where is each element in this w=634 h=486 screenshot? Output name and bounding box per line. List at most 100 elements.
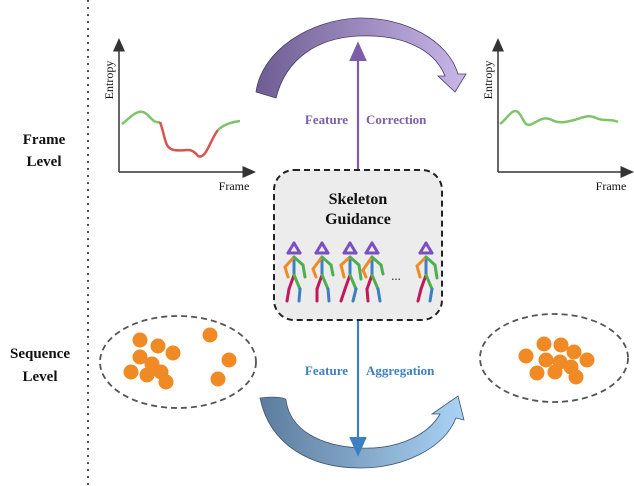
- skeleton-limb: [283, 255, 296, 269]
- skeleton-title-line1: Skeleton: [329, 191, 388, 208]
- skeleton-limb: [357, 263, 363, 281]
- feature-dot: [150, 338, 166, 354]
- bottom-curved-arrow: [259, 395, 465, 469]
- skeleton-limb: [286, 241, 296, 255]
- skeleton-limb: [376, 287, 382, 303]
- skeleton-figure: [283, 241, 307, 303]
- skeleton-box-border: [273, 169, 443, 321]
- feature-dot: [202, 327, 218, 343]
- skeleton-figures: [283, 241, 439, 303]
- skeleton-limb: [418, 241, 428, 255]
- skeleton-limb: [415, 255, 428, 268]
- left-plot-ylabel: Entropy: [102, 61, 116, 100]
- skeleton-figure: [415, 241, 439, 303]
- skeleton-limb: [292, 273, 302, 291]
- feature-dot: [579, 352, 595, 368]
- skeleton-limb: [292, 241, 302, 255]
- aggregated-feature-dots: [518, 336, 595, 385]
- skeleton-limb: [329, 263, 335, 277]
- feature-dot: [210, 371, 226, 387]
- feature-dot: [132, 349, 148, 365]
- sequence-level-label-line1: Sequence: [10, 346, 70, 362]
- top-curved-arrow: [255, 17, 467, 99]
- skeleton-limb: [301, 263, 307, 279]
- feature-correction-label-right: Correction: [366, 112, 427, 127]
- skeleton-ellipsis: ...: [391, 268, 401, 283]
- feature-dot: [547, 364, 563, 380]
- feature-aggregation-label-right: Aggregation: [366, 363, 435, 378]
- skeleton-limb: [370, 273, 380, 291]
- scattered-cluster-boundary: [99, 315, 257, 409]
- skeleton-limb: [424, 273, 434, 291]
- skeleton-limb: [339, 255, 352, 267]
- left-plot-curve-unstable: [158, 121, 220, 158]
- skeleton-limb: [424, 255, 437, 267]
- left-plot-xlabel: Frame: [219, 179, 250, 193]
- skeleton-limb: [314, 241, 324, 255]
- feature-dot: [139, 367, 155, 383]
- skeleton-limb: [283, 265, 290, 279]
- frame-level-label-line2: Level: [27, 154, 62, 170]
- skeleton-limb: [424, 241, 434, 255]
- skeleton-guidance-box: Skeleton Guidance ...: [273, 169, 443, 321]
- skeleton-limb: [415, 264, 422, 279]
- skeleton-limb: [339, 287, 347, 303]
- skeleton-title-line2: Guidance: [325, 211, 391, 228]
- right-entropy-plot: Entropy Frame: [481, 38, 634, 193]
- skeleton-limb: [311, 255, 324, 271]
- skeleton-limb: [320, 273, 330, 291]
- skeleton-limb: [320, 255, 333, 267]
- skeleton-limb: [419, 273, 428, 291]
- right-plot-ylabel: Entropy: [481, 61, 495, 100]
- feature-dot: [566, 344, 582, 360]
- skeleton-limb: [348, 241, 358, 255]
- skeleton-limb: [370, 255, 383, 267]
- skeleton-figure: [339, 241, 363, 303]
- feature-dot: [123, 364, 139, 380]
- scattered-features-cluster: [99, 315, 257, 409]
- right-plot-curve: [499, 109, 619, 127]
- skeleton-limb: [292, 255, 305, 267]
- skeleton-limb: [361, 255, 374, 272]
- skeleton-limb: [297, 287, 302, 303]
- left-entropy-plot: Entropy Frame: [102, 38, 256, 193]
- skeleton-limb: [348, 273, 358, 291]
- feature-dot: [538, 352, 554, 368]
- skeleton-limb: [311, 267, 318, 279]
- sequence-level-label-line2: Level: [23, 369, 58, 385]
- feature-dot: [518, 348, 534, 364]
- skeleton-limb: [361, 268, 368, 279]
- skeleton-limb: [315, 273, 324, 291]
- skeleton-limb: [365, 287, 370, 303]
- skeleton-limb: [348, 255, 361, 267]
- feature-dot: [529, 365, 545, 381]
- feature-dot: [165, 345, 181, 361]
- skeleton-limb: [379, 263, 385, 276]
- feature-dot: [568, 369, 584, 385]
- skeleton-limb: [428, 287, 434, 303]
- skeleton-limb: [433, 263, 439, 280]
- aggregated-features-cluster: [479, 313, 629, 403]
- skeleton-limb: [342, 241, 352, 255]
- skeleton-limb: [351, 287, 358, 303]
- scattered-feature-dots: [123, 327, 237, 390]
- right-plot-xlabel: Frame: [596, 179, 627, 193]
- skeleton-figure: [361, 241, 385, 303]
- skeleton-limb: [339, 263, 346, 279]
- feature-dot: [132, 332, 148, 348]
- skeleton-limb: [287, 273, 296, 291]
- feature-dot: [536, 336, 552, 352]
- skeleton-limb: [364, 241, 374, 255]
- left-plot-curve-stable-start: [121, 110, 161, 125]
- aggregated-cluster-boundary: [479, 313, 629, 403]
- skeleton-limb: [370, 241, 380, 255]
- skeleton-figure: [311, 241, 335, 303]
- skeleton-limb: [320, 241, 330, 255]
- skeleton-limb: [326, 287, 331, 303]
- feature-aggregation-label-left: Feature: [305, 363, 348, 378]
- skeleton-limb: [416, 287, 423, 303]
- feature-dot: [553, 337, 569, 353]
- skeleton-limb: [343, 273, 352, 291]
